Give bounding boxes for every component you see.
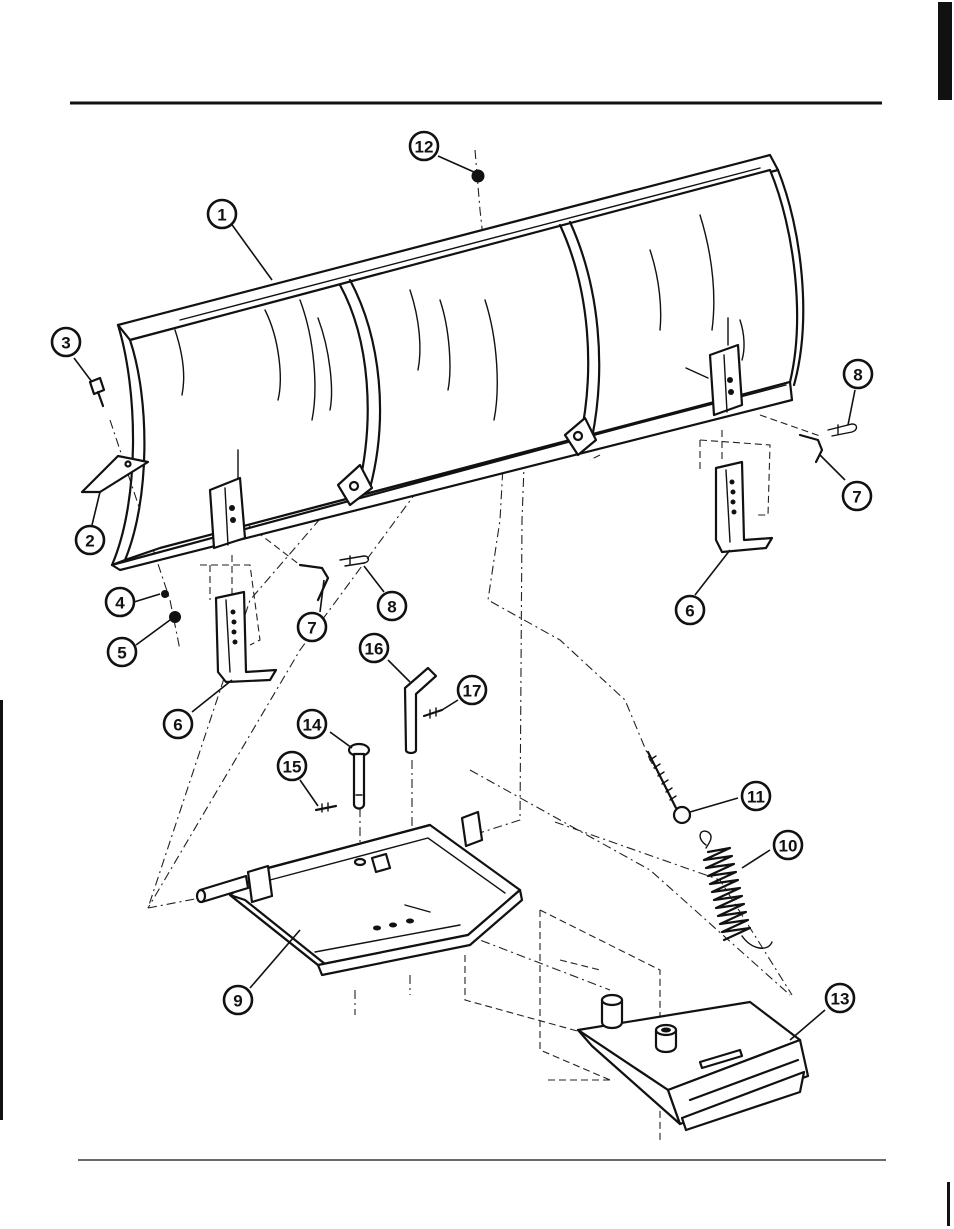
callout-5-label: 5 [117,644,126,663]
callout-15-label: 15 [283,758,302,777]
callout-6-left: 6 [164,710,192,738]
shoe-pin-right [800,435,822,462]
cotter-pin [316,803,336,812]
callout-1-label: 1 [217,206,226,225]
callout-2: 2 [76,526,104,554]
callout-7-left: 7 [298,613,326,641]
callout-7-right-label: 7 [852,488,861,507]
edge-mark-left [0,700,3,1120]
callout-5: 5 [108,638,136,666]
callout-11-label: 11 [747,788,765,807]
callout-4: 4 [106,588,134,616]
callout-10: 10 [774,831,802,859]
callout-8-right: 8 [844,360,872,388]
callout-15: 15 [278,752,306,780]
callout-9: 9 [224,986,252,1014]
callout-11: 11 [742,782,770,810]
callout-8-right-label: 8 [853,366,862,385]
callout-16-label: 16 [365,640,384,659]
callout-6-left-label: 6 [173,716,182,735]
roll-pin [424,708,442,718]
end-marker-rod [82,456,148,492]
callout-14-label: 14 [303,716,322,735]
extension-spring [700,831,772,948]
hairpin-clip-left [340,556,369,566]
callout-3: 3 [52,328,80,356]
callout-13-label: 13 [831,990,850,1009]
callout-6-right-label: 6 [685,602,694,621]
callout-16: 16 [360,634,388,662]
callout-3-label: 3 [61,334,70,353]
callout-13: 13 [826,984,854,1012]
callout-14: 14 [298,710,326,738]
callout-4-label: 4 [115,594,125,613]
push-frame [197,812,522,975]
callout-8-left: 8 [378,592,406,620]
callout-10-label: 10 [779,837,798,856]
callout-12-label: 12 [415,138,434,157]
hairpin-clip-right [828,424,857,436]
callout-7-right: 7 [843,482,871,510]
bolt [90,378,104,406]
skid-shoe-left [216,592,276,682]
callout-8-left-label: 8 [387,598,396,617]
hitch-mount-bracket [578,995,808,1130]
callout-12: 12 [410,132,438,160]
callout-2-label: 2 [85,532,94,551]
lock-washer [161,590,169,598]
callout-7-left-label: 7 [307,619,316,638]
edge-mark-bottom-right [947,1182,950,1226]
hex-nut [169,611,181,623]
callout-9-label: 9 [233,992,242,1011]
eyebolt [648,752,690,823]
skid-shoe-right [716,462,772,552]
clevis-pin [349,744,369,809]
edge-mark-top-right [938,2,952,100]
callout-17: 17 [458,676,486,704]
callout-6-right: 6 [676,596,704,624]
callout-17-label: 17 [463,682,482,701]
callout-1: 1 [208,200,236,228]
